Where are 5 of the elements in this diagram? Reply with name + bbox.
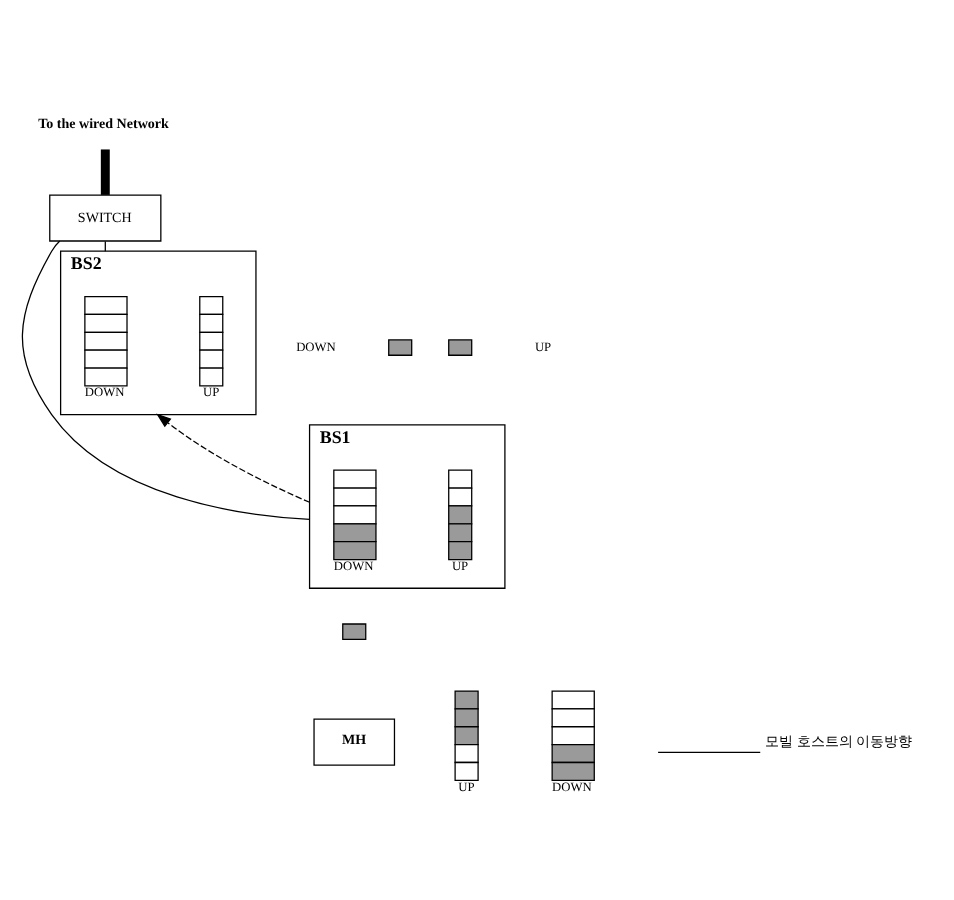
connector (100, 148, 110, 194)
arrow (156, 412, 311, 502)
node-box (448, 338, 473, 355)
node-box (388, 338, 413, 355)
node-box (342, 622, 367, 639)
